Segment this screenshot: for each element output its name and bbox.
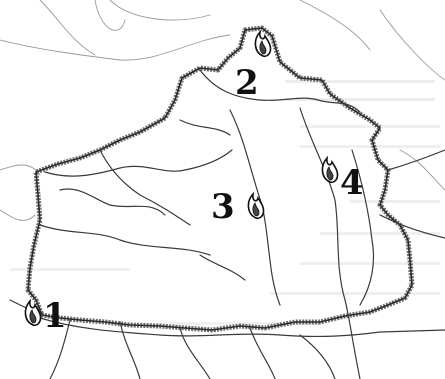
marker-3: 3 <box>211 187 265 227</box>
marker-1: 1 <box>24 296 67 336</box>
flame-icon <box>247 191 265 220</box>
marker-2: 2 <box>235 29 272 103</box>
flame-icon <box>24 298 42 327</box>
marker-4-label: 4 <box>340 163 364 203</box>
background-texture <box>10 80 440 325</box>
flame-icon <box>254 29 272 58</box>
flame-icon <box>321 155 339 184</box>
marker-1-label: 1 <box>43 296 67 336</box>
marker-4: 4 <box>321 155 364 203</box>
marker-3-label: 3 <box>211 187 235 227</box>
marker-2-label: 2 <box>235 63 259 103</box>
country-border <box>25 25 415 333</box>
internal-rivers <box>9 69 445 379</box>
